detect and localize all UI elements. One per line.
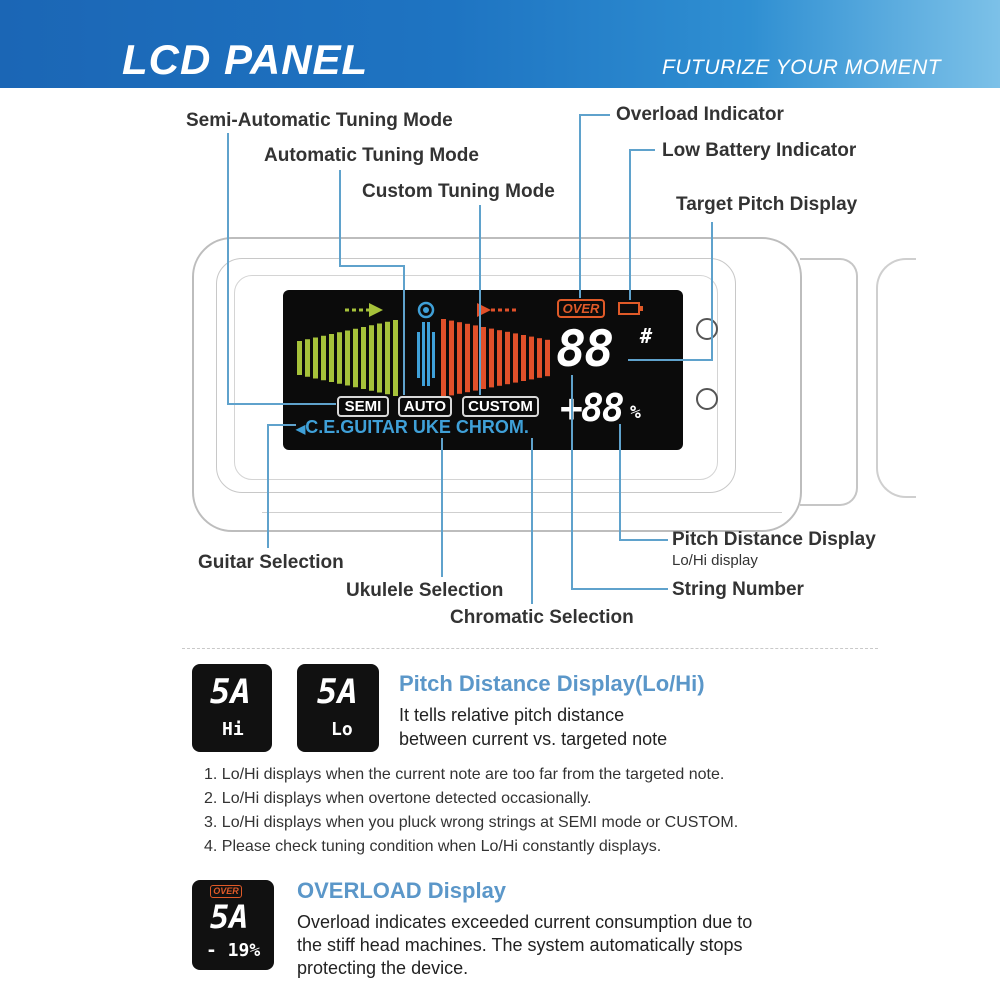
device-bezel	[216, 258, 736, 493]
device-body	[192, 237, 802, 532]
section-divider	[182, 648, 878, 649]
meter-bar-flat	[313, 337, 318, 379]
meter-bar-sharp	[481, 327, 486, 389]
meter-bar-sharp	[441, 319, 446, 397]
meter-bar-flat	[377, 323, 382, 393]
meter-bar-sharp	[513, 333, 518, 383]
meter-bar-flat	[337, 332, 342, 384]
label-chromatic: Chromatic Selection	[450, 607, 634, 628]
meter-bar-sharp	[473, 325, 478, 391]
meter-bar-sharp	[465, 323, 470, 393]
device-bezel-inner	[234, 275, 718, 480]
pitch-distance-desc-1: It tells relative pitch distance	[399, 705, 625, 725]
label-pitch-distance-sub: Lo/Hi display	[672, 552, 758, 569]
meter-bar-sharp	[457, 322, 462, 394]
device-edge-line	[262, 512, 782, 513]
meter-bar-flat	[345, 330, 350, 386]
pitch-distance-digits: +88	[560, 386, 625, 430]
meter-bar-flat	[353, 328, 358, 388]
meter-bar-flat	[297, 341, 302, 375]
label-semi-automatic: Semi-Automatic Tuning Mode	[186, 110, 453, 131]
thumb-hi-display: 5A Hi	[192, 664, 272, 752]
device-button-bottom	[696, 388, 718, 410]
note-item-4: 4. Please check tuning condition when Lo…	[204, 838, 662, 855]
thumb-overload-display: OVER 5A - 19%	[192, 880, 274, 970]
label-custom: Custom Tuning Mode	[362, 181, 555, 202]
label-low-battery: Low Battery Indicator	[662, 140, 857, 161]
meter-bar-flat	[361, 327, 366, 389]
page-title: LCD PANEL	[122, 36, 369, 83]
meter-red-bars	[441, 319, 550, 397]
meter-green-bars	[297, 320, 398, 396]
selection-arrow-icon: ◀	[296, 422, 306, 436]
meter-bar-sharp	[521, 335, 526, 381]
pitch-distance-desc-2: between current vs. targeted note	[399, 729, 668, 749]
meter-bar-flat	[369, 325, 374, 391]
label-overload: Overload Indicator	[616, 104, 784, 125]
meter-bar-sharp	[537, 338, 542, 378]
mode-custom: CUSTOM	[462, 396, 539, 417]
meter-bar-flat	[385, 321, 390, 395]
instrument-selection: ◀C.E.GUITAR UKE CHROM.	[296, 417, 529, 437]
mode-semi: SEMI	[337, 396, 389, 417]
tagline: FUTURIZE YOUR MOMENT	[662, 56, 942, 79]
overload-desc-2: the stiff head machines. The system auto…	[297, 935, 743, 955]
meter-bar-sharp	[449, 320, 454, 396]
header-banner: LCD PANEL FUTURIZE YOUR MOMENT	[0, 0, 1000, 88]
device-clip	[800, 258, 858, 506]
note-item-3: 3. Lo/Hi displays when you pluck wrong s…	[204, 814, 739, 831]
meter-bar-sharp	[545, 339, 550, 377]
overload-desc-3: protecting the device.	[297, 958, 469, 978]
percent-symbol: %	[630, 402, 641, 423]
overload-desc-1: Overload indicates exceeded current cons…	[297, 912, 753, 932]
label-ukulele: Ukulele Selection	[346, 580, 504, 601]
sharp-symbol: #	[640, 324, 652, 348]
label-string-number: String Number	[672, 579, 804, 600]
label-target-pitch: Target Pitch Display	[676, 194, 858, 215]
flat-arrow-icon	[345, 303, 383, 317]
overload-indicator: OVER	[557, 299, 605, 318]
note-item-2: 2. Lo/Hi displays when overtone detected…	[204, 790, 592, 807]
pitch-distance-title: Pitch Distance Display(Lo/Hi)	[399, 671, 705, 696]
meter-bar-flat	[305, 339, 310, 377]
device-button-top	[696, 318, 718, 340]
label-guitar: Guitar Selection	[198, 552, 344, 573]
meter-bar-flat	[393, 320, 398, 396]
meter-bar-sharp	[489, 328, 494, 388]
meter-bar-sharp	[529, 336, 534, 380]
label-pitch-distance: Pitch Distance Display	[672, 529, 876, 550]
meter-bar-sharp	[497, 330, 502, 386]
meter-bar-flat	[321, 335, 326, 381]
note-item-1: 1. Lo/Hi displays when the current note …	[204, 766, 725, 783]
in-tune-indicator-icon	[417, 301, 435, 386]
meter-bar-flat	[329, 334, 334, 382]
overload-title: OVERLOAD Display	[297, 878, 507, 903]
thumb-lo-display: 5A Lo	[297, 664, 379, 752]
mode-auto: AUTO	[398, 396, 452, 417]
target-pitch-digits: 88	[556, 320, 614, 378]
low-battery-icon	[618, 302, 643, 315]
meter-bar-sharp	[505, 331, 510, 385]
label-automatic: Automatic Tuning Mode	[264, 145, 479, 166]
tuning-meter	[297, 301, 550, 397]
